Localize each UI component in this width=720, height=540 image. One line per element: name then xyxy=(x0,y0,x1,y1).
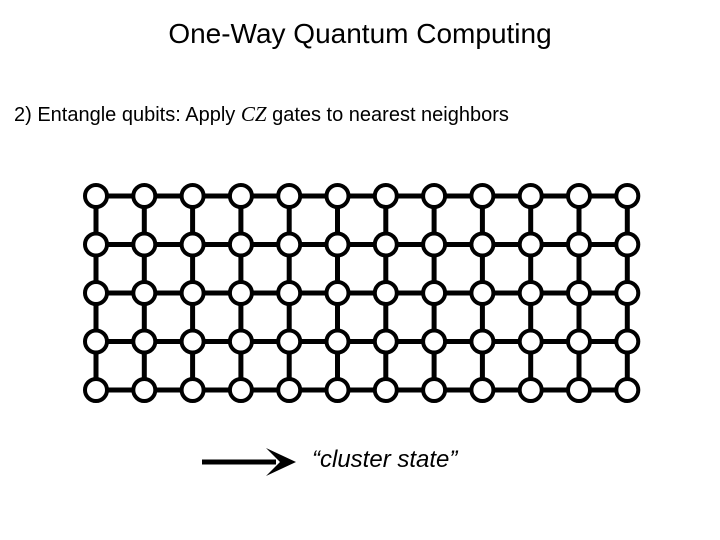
qubit-node xyxy=(131,231,158,258)
qubit-node xyxy=(421,183,448,209)
qubit-node xyxy=(566,377,592,403)
qubit-node xyxy=(324,231,351,258)
qubit-node xyxy=(276,377,303,403)
qubit-node xyxy=(276,183,303,209)
cluster-state-caption: “cluster state” xyxy=(312,446,458,473)
qubit-node xyxy=(517,328,544,355)
qubit-node xyxy=(324,280,351,306)
qubit-node xyxy=(179,377,206,403)
arrow-icon xyxy=(202,448,296,476)
gate-name: CZ xyxy=(240,102,267,126)
qubit-node xyxy=(227,231,254,258)
qubit-node xyxy=(227,280,254,306)
slide-title: One-Way Quantum Computing xyxy=(168,18,552,49)
qubit-node xyxy=(372,183,399,209)
qubit-node xyxy=(131,183,158,209)
qubit-node xyxy=(131,377,158,403)
qubit-node xyxy=(517,280,544,306)
qubit-node xyxy=(469,183,496,209)
qubit-node xyxy=(469,231,496,258)
step-description: 2) Entangle qubits: Apply CZ gates to ne… xyxy=(14,102,509,127)
qubit-node xyxy=(421,280,448,306)
qubit-node xyxy=(517,377,544,403)
qubit-node xyxy=(517,231,544,258)
qubit-node xyxy=(179,280,206,306)
qubit-node xyxy=(276,280,303,306)
qubit-node xyxy=(324,183,351,209)
qubit-node xyxy=(372,377,399,403)
qubit-node xyxy=(614,231,641,258)
qubit-node xyxy=(83,231,109,258)
qubit-node xyxy=(614,280,641,306)
qubit-node xyxy=(227,183,254,209)
qubit-node xyxy=(614,183,641,209)
step-prefix: 2) Entangle qubits: Apply xyxy=(14,104,241,126)
qubit-node xyxy=(276,231,303,258)
qubit-node xyxy=(469,377,496,403)
qubit-node xyxy=(421,231,448,258)
qubit-node xyxy=(83,328,109,355)
qubit-node xyxy=(83,183,109,209)
qubit-node xyxy=(324,377,351,403)
qubit-node xyxy=(421,328,448,355)
qubit-node xyxy=(566,280,592,306)
qubit-node xyxy=(566,328,592,355)
qubit-node xyxy=(131,280,158,306)
qubit-node xyxy=(372,280,399,306)
qubit-node xyxy=(614,328,641,355)
qubit-node xyxy=(566,183,592,209)
qubit-node xyxy=(517,183,544,209)
qubit-node xyxy=(276,328,303,355)
qubit-node xyxy=(179,231,206,258)
qubit-node xyxy=(83,377,109,403)
step-suffix: gates to nearest neighbors xyxy=(266,104,509,126)
qubit-node xyxy=(469,280,496,306)
qubit-node xyxy=(83,280,109,306)
qubit-node xyxy=(566,231,592,258)
qubit-node xyxy=(421,377,448,403)
qubit-node xyxy=(324,328,351,355)
qubit-node xyxy=(131,328,158,355)
qubit-node xyxy=(179,328,206,355)
qubit-nodes xyxy=(83,183,641,403)
qubit-node xyxy=(227,328,254,355)
qubit-node xyxy=(614,377,641,403)
qubit-node xyxy=(372,328,399,355)
entanglement-edges xyxy=(93,193,630,393)
qubit-node xyxy=(179,183,206,209)
qubit-node xyxy=(227,377,254,403)
qubit-node xyxy=(469,328,496,355)
qubit-node xyxy=(372,231,399,258)
